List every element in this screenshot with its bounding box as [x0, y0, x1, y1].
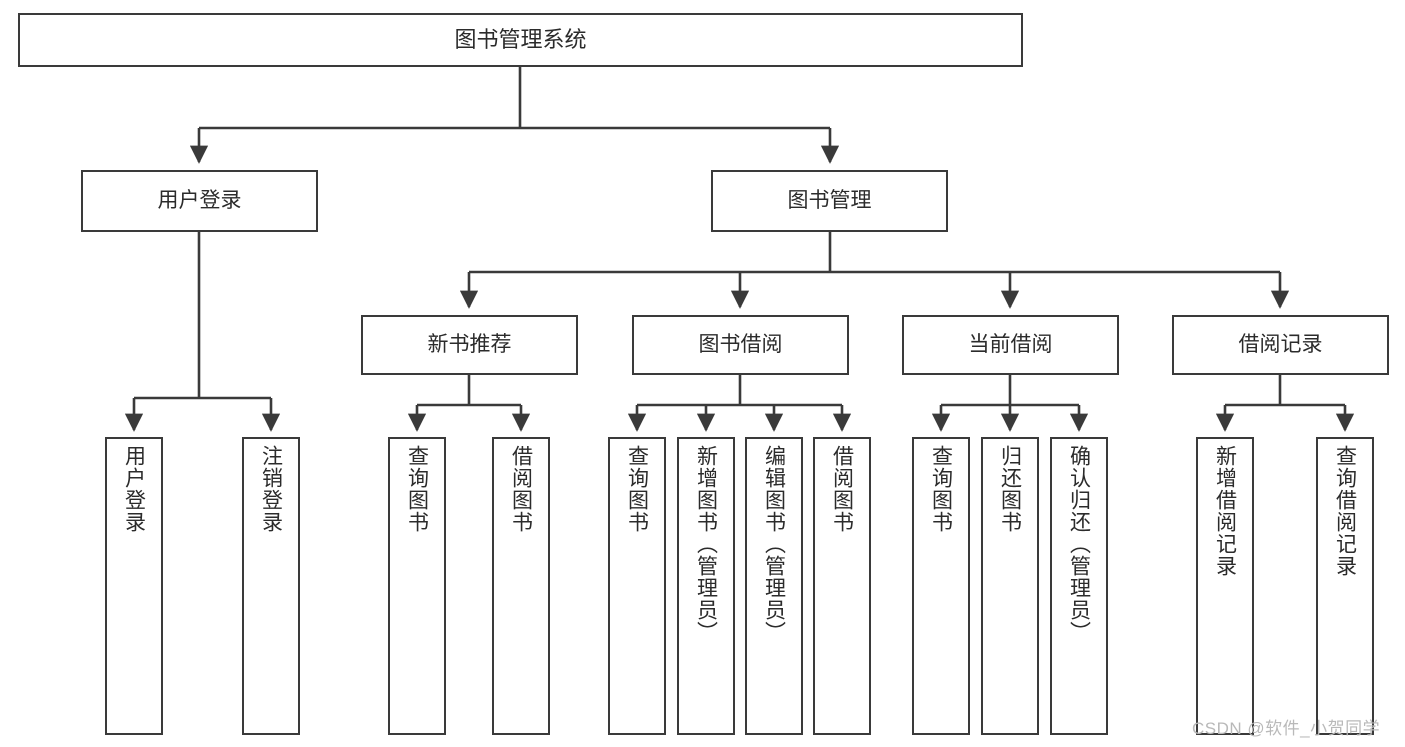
node-user-login-label: 用户登录: [157, 188, 242, 212]
node-leaf-query-record[interactable]: 查询借阅记录: [1316, 437, 1374, 735]
node-current-borrow[interactable]: 当前借阅: [902, 315, 1119, 375]
node-book-borrow-label: 图书借阅: [698, 332, 783, 356]
node-leaf-borrow-book-1[interactable]: 借阅图书: [492, 437, 550, 735]
node-borrow-record[interactable]: 借阅记录: [1172, 315, 1389, 375]
node-book-management-label: 图书管理: [787, 188, 872, 212]
node-leaf-query-book-3[interactable]: 查询图书: [912, 437, 970, 735]
node-leaf-borrow-book-2[interactable]: 借阅图书: [813, 437, 871, 735]
node-leaf-edit-book[interactable]: 编辑图书（管理员）: [745, 437, 803, 735]
node-leaf-query-book-2[interactable]: 查询图书: [608, 437, 666, 735]
node-leaf-add-book[interactable]: 新增图书（管理员）: [677, 437, 735, 735]
node-leaf-confirm-return-label: 确认归还（管理员）: [1067, 445, 1091, 643]
node-leaf-borrow-book-1-label: 借阅图书: [509, 445, 533, 533]
node-leaf-logout-login-label: 注销登录: [259, 445, 283, 533]
node-leaf-add-record-label: 新增借阅记录: [1213, 445, 1237, 577]
node-borrow-record-label: 借阅记录: [1238, 332, 1323, 356]
node-root-label: 图书管理系统: [454, 27, 587, 53]
node-leaf-return-book[interactable]: 归还图书: [981, 437, 1039, 735]
node-leaf-user-login-label: 用户登录: [122, 445, 146, 533]
node-leaf-query-book-1-label: 查询图书: [405, 445, 429, 533]
node-current-borrow-label: 当前借阅: [968, 332, 1053, 356]
node-root[interactable]: 图书管理系统: [18, 13, 1023, 67]
node-leaf-edit-book-label: 编辑图书（管理员）: [762, 445, 786, 643]
node-book-borrow[interactable]: 图书借阅: [632, 315, 849, 375]
node-leaf-query-book-1[interactable]: 查询图书: [388, 437, 446, 735]
node-leaf-user-login[interactable]: 用户登录: [105, 437, 163, 735]
node-leaf-add-book-label: 新增图书（管理员）: [694, 445, 718, 643]
node-leaf-query-book-2-label: 查询图书: [625, 445, 649, 533]
node-new-book-recommend-label: 新书推荐: [427, 332, 512, 356]
node-leaf-query-book-3-label: 查询图书: [929, 445, 953, 533]
node-user-login[interactable]: 用户登录: [81, 170, 318, 232]
node-leaf-logout-login[interactable]: 注销登录: [242, 437, 300, 735]
node-leaf-add-record[interactable]: 新增借阅记录: [1196, 437, 1254, 735]
node-new-book-recommend[interactable]: 新书推荐: [361, 315, 578, 375]
node-leaf-query-record-label: 查询借阅记录: [1333, 445, 1357, 577]
node-leaf-return-book-label: 归还图书: [998, 445, 1022, 533]
node-leaf-confirm-return[interactable]: 确认归还（管理员）: [1050, 437, 1108, 735]
node-book-management[interactable]: 图书管理: [711, 170, 948, 232]
node-leaf-borrow-book-2-label: 借阅图书: [830, 445, 854, 533]
